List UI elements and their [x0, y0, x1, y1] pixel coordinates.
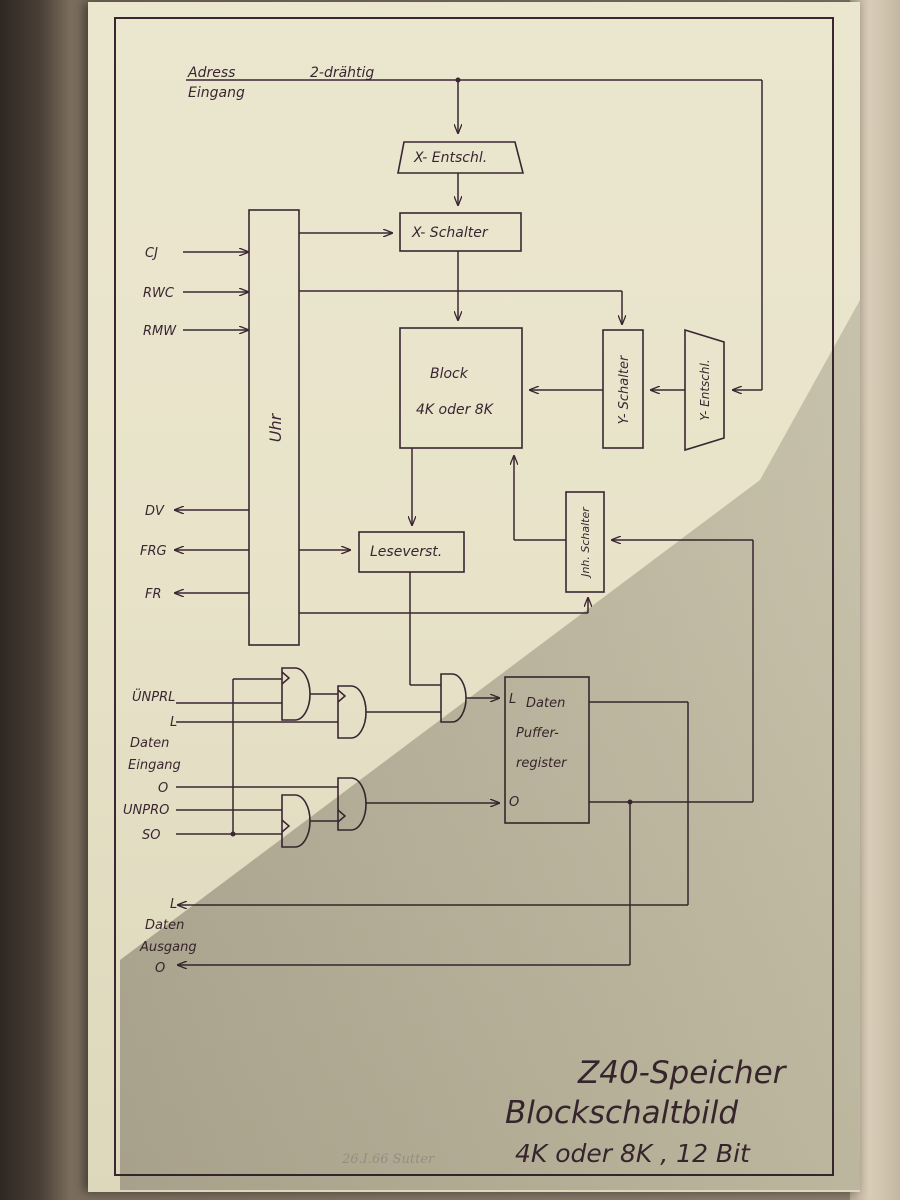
title-line-2: Blockschaltbild: [505, 1095, 738, 1131]
buffer-l-label: L: [509, 692, 516, 707]
x-switch-label: X- Schalter: [411, 225, 489, 241]
and-gate-5: [337, 777, 367, 831]
data-input-label-2: Eingang: [128, 758, 181, 773]
address-input-label-2: Eingang: [188, 85, 245, 101]
memory-block-label: Block: [430, 366, 469, 382]
l-input-label: L: [170, 715, 177, 730]
data-output-label: Daten: [145, 918, 184, 933]
data-output-label-2: Ausgang: [139, 940, 197, 955]
so-label: SO: [142, 828, 160, 843]
rwc-label: RWC: [143, 286, 175, 301]
sense-amplifier-label: Leseverst.: [370, 544, 442, 560]
x-decoder-label: X- Entschl.: [413, 150, 487, 166]
and-gate-2: [337, 685, 367, 739]
and-gate-1: [281, 667, 311, 721]
memory-block-size-label: 4K oder 8K: [416, 402, 495, 418]
clock-label: Uhr: [266, 412, 285, 442]
pencil-note: 26.I.66 Sutter: [341, 1152, 435, 1167]
data-buffer-label-3: register: [516, 756, 568, 771]
address-input-label: Adress: [187, 65, 235, 81]
and-gate-3: [440, 673, 467, 723]
dv-label: DV: [145, 504, 165, 519]
inhibit-switch-label: Jnh. Schalter: [579, 506, 592, 579]
y-decoder-label: Y- Entschl.: [698, 359, 712, 420]
unprl-label: ÜNPRL: [132, 688, 175, 705]
y-switch-label: Y- Schalter: [617, 354, 632, 424]
data-buffer-label-2: Puffer-: [516, 726, 559, 741]
rmw-label: RMW: [143, 324, 177, 339]
drawing-border: [114, 17, 834, 1176]
unpro-label: UNPRO: [123, 803, 169, 818]
data-buffer-label: Daten: [526, 696, 565, 711]
and-gate-4: [281, 794, 311, 848]
x-decoder-block: [397, 141, 525, 174]
title-line-1: Z40-Speicher: [577, 1055, 788, 1091]
title-line-3: 4K oder 8K , 12 Bit: [515, 1139, 751, 1168]
memory-block: [399, 327, 523, 449]
o-input-label: O: [158, 781, 168, 796]
cj-label: CJ: [145, 246, 158, 261]
x-switch-block: [399, 212, 522, 252]
o-output-label: O: [155, 961, 165, 976]
frg-label: FRG: [140, 544, 167, 559]
two-wire-label: 2-drähtig: [310, 65, 374, 81]
fr-label: FR: [145, 587, 162, 602]
buffer-o-label: O: [509, 795, 519, 810]
l-output-label: L: [170, 897, 177, 912]
data-input-label: Daten: [130, 736, 169, 751]
